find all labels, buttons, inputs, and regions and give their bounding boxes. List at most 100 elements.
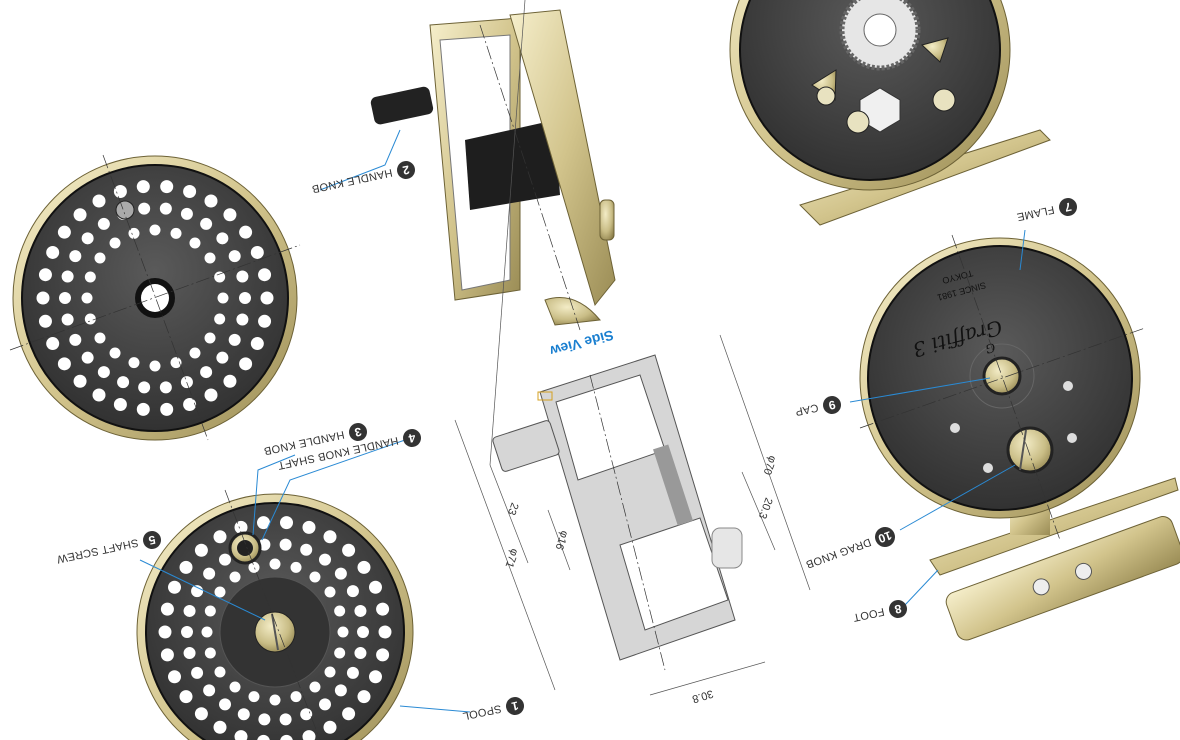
part-label-7: 7 FLAME (1015, 198, 1077, 223)
dim-30-8: 30.8 (691, 687, 715, 705)
spool-holes (36, 180, 274, 416)
spool-front-view-bottom (136, 489, 414, 740)
spool-hole (324, 586, 336, 598)
spool-hole (248, 691, 260, 703)
spool-hole (92, 388, 106, 402)
spool-hole (248, 561, 260, 573)
spool-hole (189, 347, 201, 359)
spool-hole (92, 194, 106, 208)
part-name: DRAG KNOB (804, 536, 873, 571)
spool-hole (342, 543, 356, 557)
spool-hole (214, 586, 226, 598)
part-number: 5 (147, 532, 157, 547)
spool-hole (376, 648, 390, 662)
spool-hole (61, 313, 74, 326)
spool-hole (234, 520, 248, 534)
spool-hole (228, 250, 241, 263)
spool-hole (61, 270, 74, 283)
spool-hole (203, 684, 216, 697)
spool-hole (318, 553, 331, 566)
spool-front-view-left (9, 154, 301, 441)
spool-hole (346, 585, 359, 598)
spool-hole (109, 347, 121, 359)
spool-hole (168, 580, 182, 594)
spool-hole (84, 271, 96, 283)
spool-hole (214, 666, 226, 678)
side-view: Side View (370, 9, 616, 359)
part-number: 10 (876, 528, 894, 546)
spool-hole (160, 602, 174, 616)
spool-hole (170, 227, 182, 239)
spool-hole (223, 374, 237, 388)
spool-hole (236, 270, 249, 283)
spool-hole (257, 734, 270, 740)
spool-hole (179, 560, 193, 574)
spool-hole (324, 666, 336, 678)
spool-hole (378, 625, 392, 639)
spool-hole (279, 516, 293, 530)
spool-hole (179, 690, 193, 704)
reel-back-view (729, 0, 1051, 226)
spool-hole (239, 292, 251, 304)
spool-hole (194, 707, 208, 721)
spool-hole (69, 333, 82, 346)
spool-hole (160, 180, 174, 194)
spool-hole (204, 605, 216, 617)
spool-hole (258, 713, 271, 726)
spool-hole (239, 225, 253, 239)
spool-hole (223, 208, 237, 222)
spool-hole (219, 698, 232, 711)
part-label-1: 1 SPOOL (461, 697, 524, 722)
spool-hole (46, 245, 60, 259)
spool-hole (57, 225, 71, 239)
spool-hole (216, 232, 229, 245)
part-number: 1 (510, 698, 520, 713)
spool-hole (337, 626, 349, 638)
spool-hole (354, 647, 367, 660)
spool-hole (81, 351, 94, 364)
part-number: 9 (827, 397, 837, 412)
spool-hole (46, 337, 60, 351)
spool-hole (200, 366, 213, 379)
spool-hole (302, 520, 316, 534)
spool-hole (228, 333, 241, 346)
part-label-2: 2 HANDLE KNOB (310, 161, 415, 195)
part-name: SHAFT SCREW (55, 536, 139, 565)
part-name: FLAME (1015, 203, 1055, 223)
spool-holes (158, 516, 392, 740)
spool-hole (357, 690, 371, 704)
spool-hole (269, 694, 281, 706)
spool-hole (128, 357, 140, 369)
dim-d71: φ71 (503, 547, 521, 569)
spool-hole (269, 558, 281, 570)
spool-hole (201, 626, 213, 638)
spool-hole (158, 625, 172, 639)
spool-hole (239, 357, 253, 371)
spool-hole (113, 184, 127, 198)
logo-mark: G (984, 340, 997, 356)
spool-hole (213, 720, 227, 734)
spool-hole (204, 332, 216, 344)
part-label-4: 4 HANDLE KNOB SHAFT (276, 429, 421, 471)
part-name: SPOOL (461, 702, 502, 722)
spool-hole (357, 560, 371, 574)
spool-hole (334, 647, 346, 659)
spool-hole (258, 314, 272, 328)
spool-hole (290, 691, 302, 703)
spool-hole (160, 648, 174, 662)
spool-hole (191, 666, 204, 679)
part-number: 3 (353, 424, 363, 439)
spool-hole (204, 388, 218, 402)
spool-hole (183, 647, 196, 660)
spool-hole (180, 207, 193, 220)
part-label-10: 10 DRAG KNOB (804, 527, 895, 571)
spool-hole (368, 670, 382, 684)
spool-hole (194, 543, 208, 557)
spool-hole (214, 271, 226, 283)
spool-hole (250, 245, 264, 259)
spool-hole (290, 561, 302, 573)
dim-23: 23 (505, 501, 520, 517)
handle-knob (370, 86, 434, 125)
spool-hole (84, 313, 96, 325)
spool-hole (279, 713, 292, 726)
